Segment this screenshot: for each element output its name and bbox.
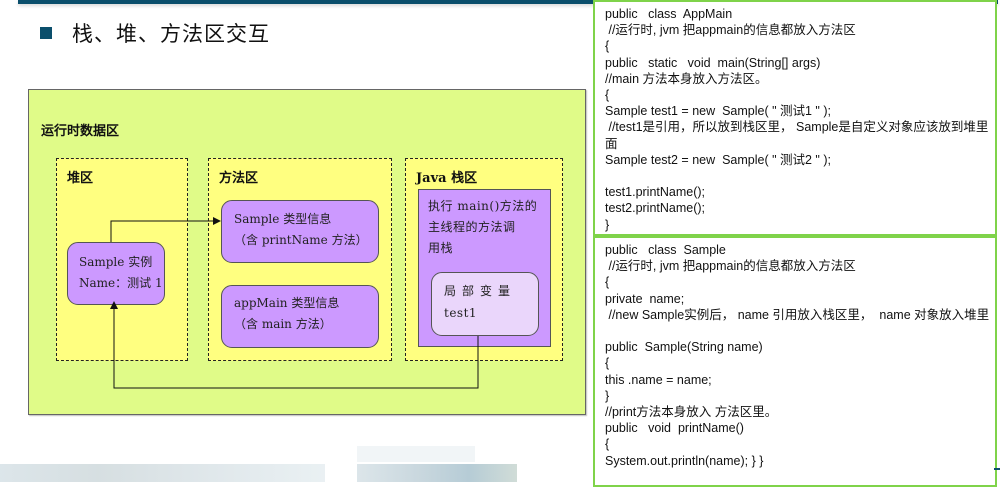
local-variables-title: 局部变量 [444,284,517,298]
code-comment: //test1是引用，所以放到栈区里， Sample是自定义对象应该放到堆里面 [605,120,989,151]
local-variables-node: 局部变量 test1 [431,272,539,336]
sample-code-panel: public class Sample //运行时, jvm 把appmain的… [593,236,997,487]
sample-type-detail: （含 printName 方法） [234,233,368,247]
code-line [605,168,995,184]
appmain-type-detail: （含 main 方法） [234,317,332,331]
call-stack-line-2: 主线程的方法调 [428,220,516,234]
code-comment: //print方法本身放入 方法区里。 [605,405,778,420]
code-line [605,323,995,339]
blurred-watermark [0,464,325,482]
slide-edge-mark [994,468,1000,470]
code-line: { [605,39,610,54]
slide-title: 栈、堆、方法区交互 [40,18,270,48]
runtime-data-area-label: 运行时数据区 [41,124,120,139]
code-comment: //运行时, jvm 把appmain的信息都放入方法区 [605,259,856,274]
code-comment: //运行时, jvm 把appmain的信息都放入方法区 [605,23,856,38]
java-stack-area-label: Java 栈区 [416,171,478,186]
slide-title-text: 栈、堆、方法区交互 [72,22,270,46]
method-area: 方法区 Sample 类型信息 （含 printName 方法） appMain… [208,158,392,361]
local-variable-test1: test1 [444,306,478,320]
call-stack-line-1: 执行 main()方法的 [428,199,538,213]
slide-top-bar [18,0,998,4]
code-line: Sample test1 = new Sample( " 测试1 " ); [605,104,831,119]
code-line: public void printName() [605,421,744,436]
code-line: public Sample(String name) [605,340,763,355]
code-line: test2.printName(); [605,201,706,216]
code-line: public static void main(String[] args) [605,55,821,70]
code-line: public class AppMain [605,7,733,21]
blurred-watermark [357,464,517,482]
code-line: Sample test2 = new Sample( " 测试2 " ); [605,152,831,167]
code-line: } [605,388,610,403]
sample-type-info-node: Sample 类型信息 （含 printName 方法） [221,200,379,263]
sample-instance-name: Name：测试 1 [79,276,163,290]
code-line: { [605,437,610,452]
code-line: this .name = name; [605,372,712,387]
heap-area: 堆区 Sample 实例 Name：测试 1 [56,158,188,361]
code-line: public class Sample [605,243,726,257]
code-line: } [605,217,610,232]
blurred-watermark [357,446,475,462]
appmain-type-title: appMain 类型信息 [234,296,340,310]
code-line: { [605,88,610,103]
method-area-label: 方法区 [219,171,259,186]
main-thread-call-stack: 执行 main()方法的 主线程的方法调 用栈 局部变量 test1 [418,189,551,347]
sample-instance-node: Sample 实例 Name：测试 1 [67,242,165,305]
square-bullet-icon [40,27,52,39]
runtime-data-area: 运行时数据区 堆区 Sample 实例 Name：测试 1 方法区 Sample… [28,89,586,415]
code-comment: //main 方法本身放入方法区。 [605,71,768,86]
sample-instance-title: Sample 实例 [79,255,153,269]
code-line: System.out.println(name); } } [605,453,764,468]
code-line: private name; [605,291,685,306]
appmain-code-panel: public class AppMain //运行时, jvm 把appmain… [593,0,997,236]
appmain-type-info-node: appMain 类型信息 （含 main 方法） [221,285,379,348]
code-comment: //new Sample实例后， name 引用放入栈区里， name 对象放入… [605,307,990,322]
java-stack-area: Java 栈区 执行 main()方法的 主线程的方法调 用栈 局部变量 tes… [405,158,563,361]
sample-type-title: Sample 类型信息 [234,212,332,226]
heap-area-label: 堆区 [67,171,94,186]
code-line: { [605,356,610,371]
code-line: { [605,275,610,290]
call-stack-line-3: 用栈 [428,241,454,255]
code-line: test1.printName(); [605,185,706,200]
